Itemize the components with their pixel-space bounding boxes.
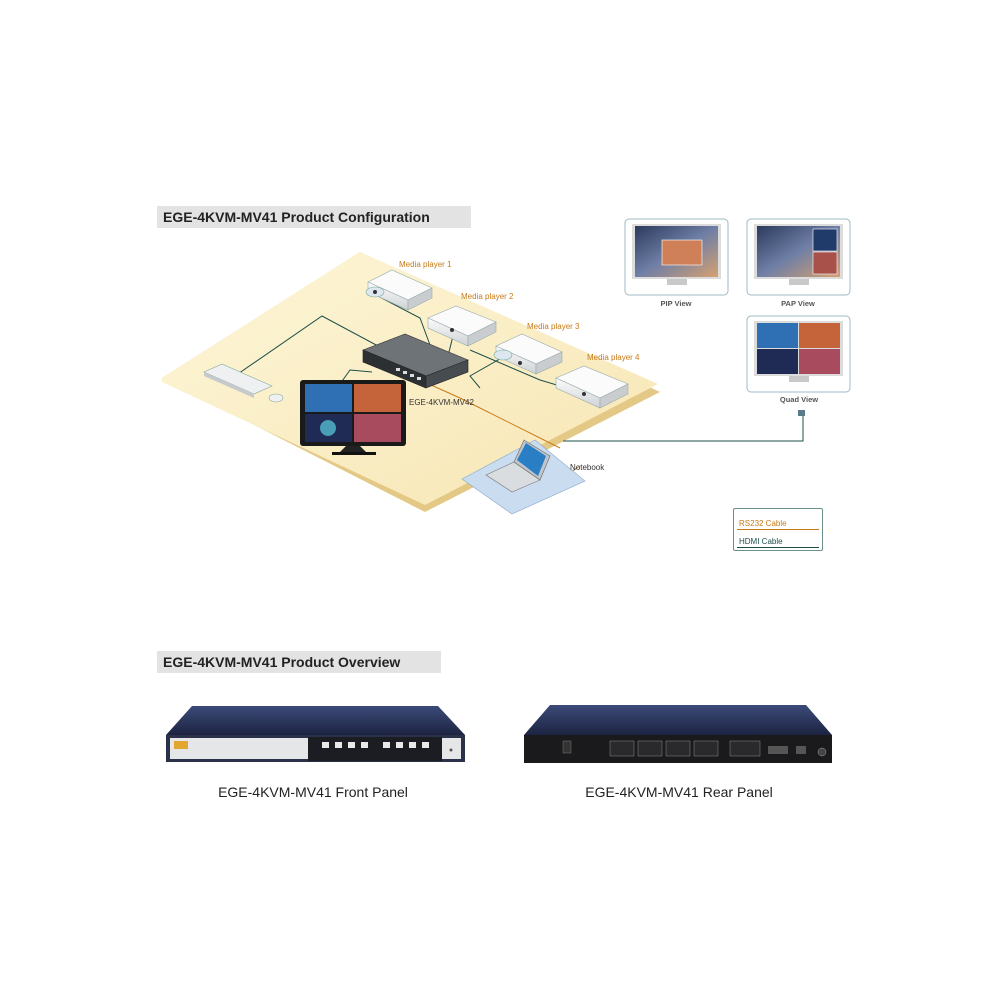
media-player-4-label: Media player 4: [587, 353, 640, 362]
quad-view-monitor: [747, 316, 850, 392]
pap-view-monitor: [747, 219, 850, 295]
switch-label: EGE-4KVM-MV42: [409, 398, 474, 407]
media-player-2-label: Media player 2: [461, 292, 514, 301]
legend-rs232-line: [737, 529, 819, 530]
main-monitor: [300, 380, 406, 455]
pip-view-monitor: [625, 219, 728, 295]
pip-view-label: PIP View: [661, 299, 692, 308]
media-player-3-label: Media player 3: [527, 322, 580, 331]
mouse: [269, 394, 283, 402]
quad-view-label: Quad View: [780, 395, 818, 404]
rear-panel-image: [524, 705, 832, 763]
notebook-label: Notebook: [570, 463, 605, 472]
front-panel-caption: EGE-4KVM-MV41 Front Panel: [153, 784, 473, 800]
legend-hdmi-line: [737, 547, 819, 548]
rs232-connector: [798, 410, 805, 416]
legend-hdmi-label: HDMI Cable: [739, 537, 783, 546]
pap-view-label: PAP View: [781, 299, 815, 308]
legend-rs232-label: RS232 Cable: [739, 519, 787, 528]
media-player-1-label: Media player 1: [399, 260, 452, 269]
rear-panel-caption: EGE-4KVM-MV41 Rear Panel: [519, 784, 839, 800]
overview-section-title: EGE-4KVM-MV41 Product Overview: [157, 651, 441, 673]
cable-legend: RS232 Cable HDMI Cable: [733, 508, 823, 551]
front-panel-image: [166, 706, 465, 762]
